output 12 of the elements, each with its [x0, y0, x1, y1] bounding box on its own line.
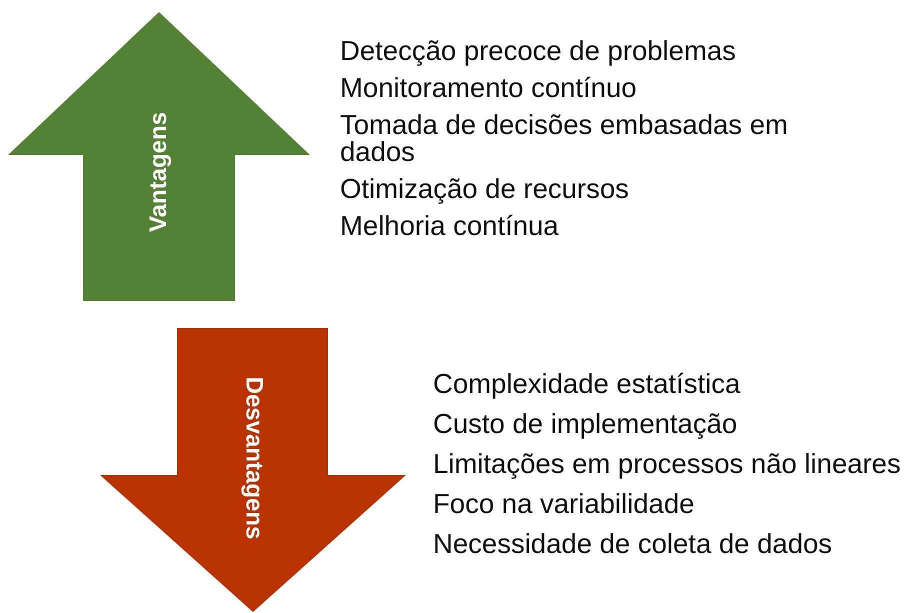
list-item: Foco na variabilidade	[433, 490, 696, 517]
list-item: Necessidade de coleta de dados	[433, 530, 834, 557]
list-item: Melhoria contínua	[340, 212, 560, 239]
arrow-label: Desvantagens	[238, 376, 267, 540]
list-item: Otimização de recursos	[340, 175, 630, 202]
arrow-label: Vantagens	[145, 112, 174, 232]
list-item: Custo de implementação	[433, 410, 738, 437]
list-item: Monitoramento contínuo	[340, 74, 638, 101]
list-item: Tomada de decisões embasadas em dados	[340, 111, 789, 165]
list-item: Limitações em processos não lineares	[433, 450, 902, 477]
list-item: Detecção precoce de problemas	[340, 37, 737, 64]
list-item: Complexidade estatística	[433, 370, 742, 397]
